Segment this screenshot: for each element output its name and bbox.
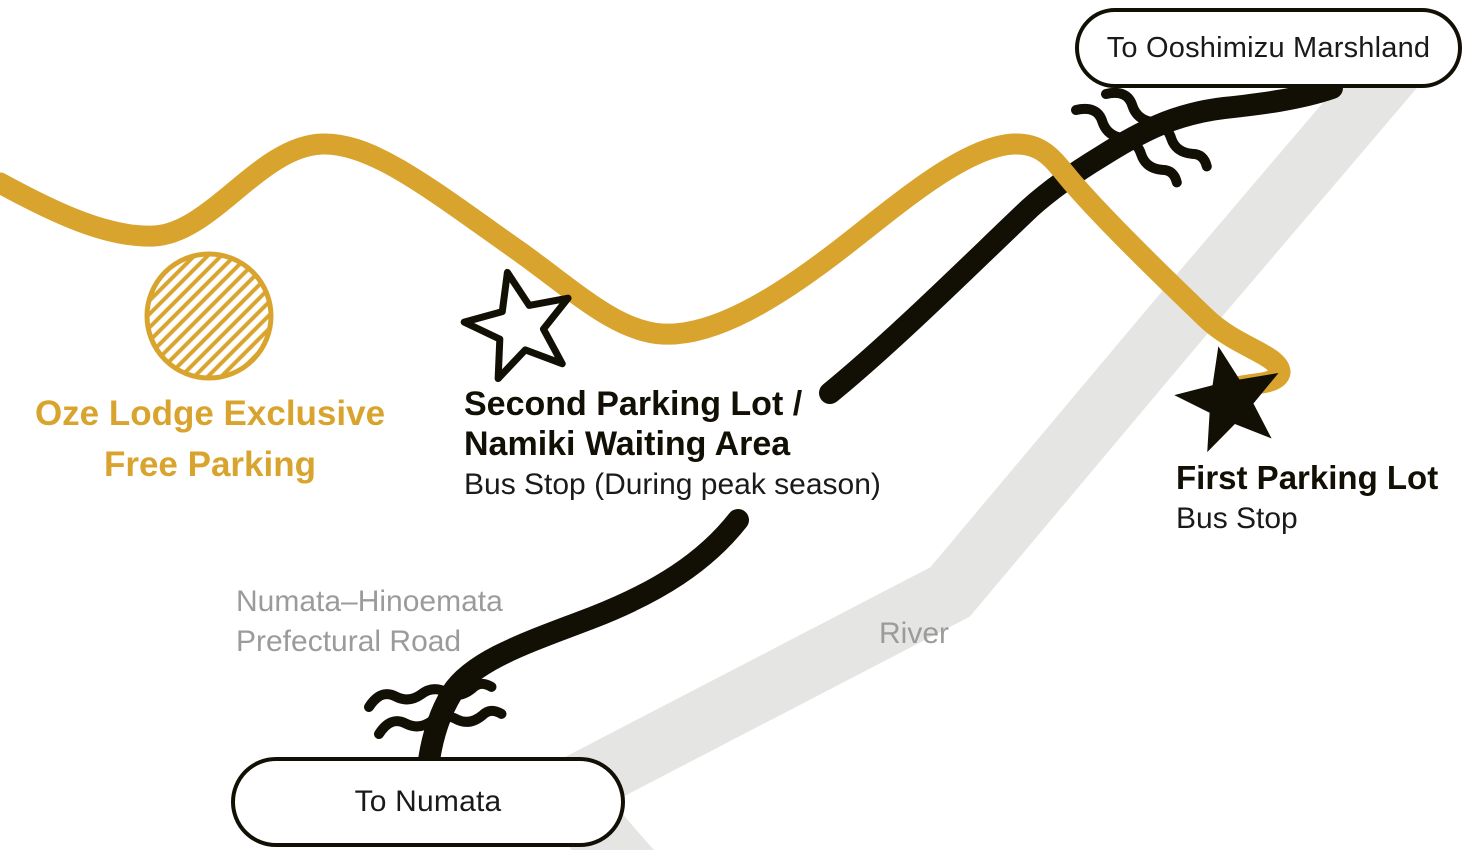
prefectural-road-label-line1: Numata–Hinoemata	[236, 585, 503, 618]
second-parking-title: Second Parking Lot / Namiki Waiting Area	[464, 384, 802, 464]
oze-lodge-parking-label: Oze Lodge Exclusive Free Parking	[8, 388, 412, 490]
oze-lodge-parking-line2: Free Parking	[103, 445, 317, 484]
prefectural-road-label-line2: Prefectural Road	[236, 625, 462, 658]
road-break-squiggle-icon	[368, 681, 492, 707]
destination-pill-numata-label: To Numata	[354, 785, 502, 818]
second-parking-bus-stop-note: Bus Stop (During peak season)	[464, 468, 881, 501]
destination-pill-ooshimizu: To Ooshimizu Marshland	[1075, 8, 1462, 88]
first-parking-title: First Parking Lot	[1176, 459, 1439, 496]
prefectural-road-upper	[819, 77, 1343, 404]
road-break-squiggle-icon	[1106, 86, 1210, 171]
free-parking-circle-icon	[144, 251, 274, 381]
second-parking-title-line2: Namiki Waiting Area	[464, 425, 791, 463]
second-parking-title-line1: Second Parking Lot /	[464, 385, 803, 423]
prefectural-road-label: Numata–Hinoemata Prefectural Road	[236, 582, 503, 662]
first-parking-bus-stop-note: Bus Stop	[1176, 502, 1298, 535]
gold-route-road	[0, 133, 1291, 397]
destination-pill-numata: To Numata	[231, 757, 625, 847]
destination-pill-ooshimizu-label: To Ooshimizu Marshland	[1106, 31, 1431, 64]
river-label: River	[879, 617, 950, 650]
river-band	[513, 39, 1424, 850]
oze-lodge-parking-line1: Oze Lodge Exclusive	[34, 394, 386, 433]
